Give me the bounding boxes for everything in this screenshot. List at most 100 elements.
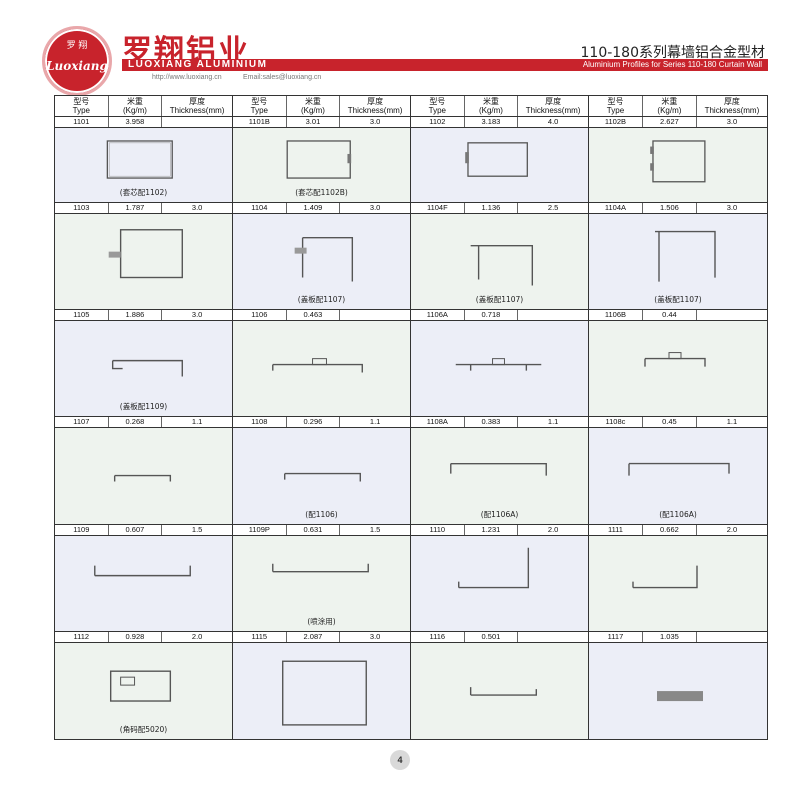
profile-type: 1106B: [589, 310, 643, 321]
profile-spec-row: 1108A 0.383 1.1: [411, 417, 588, 429]
profile-drawing: [233, 642, 410, 739]
profile-cell: 1105 1.886 3.0 (盖板配1109): [55, 310, 233, 418]
profile-section-drawing: [108, 229, 183, 279]
profile-weight: 3.183: [465, 117, 519, 127]
profile-thickness: 1.1: [547, 417, 559, 427]
profile-drawing: [55, 428, 232, 524]
col-weight-header: 米重(Kg/m): [109, 96, 163, 116]
profile-weight: 3.958: [109, 117, 163, 127]
profile-drawing: [589, 535, 767, 631]
profile-spec-row: 1103 1.787 3.0: [55, 203, 232, 215]
profile-weight: 0.662: [643, 524, 697, 535]
profile-section-drawing: [458, 547, 530, 588]
profile-drawing: (喷涂用): [233, 535, 410, 631]
profile-weight: 0.268: [109, 417, 163, 428]
profile-caption: (盖板配1107): [475, 295, 524, 305]
profile-cell: 1115 2.087 3.0: [233, 631, 411, 739]
profile-drawing: [55, 535, 232, 631]
profile-caption: (配1106A): [659, 509, 697, 519]
profile-weight: 0.607: [109, 524, 163, 535]
profile-type: 1102: [411, 117, 465, 127]
website: http://www.luoxiang.cn: [152, 74, 222, 81]
profile-drawing: [589, 321, 767, 417]
email: Email:sales@luoxiang.cn: [243, 74, 322, 81]
profile-spec-row: 1117 1.035: [589, 631, 767, 643]
col-weight-header: 米重(Kg/m): [643, 96, 697, 116]
profile-section-drawing: [455, 358, 542, 371]
profile-drawing: (配1106): [233, 428, 410, 524]
profile-type: 1110: [411, 524, 465, 535]
profile-spec-row: 1116 0.501: [411, 631, 588, 643]
profile-cell: 1112 0.928 2.0 (角码配5020): [55, 631, 233, 739]
profile-cell: 1106 0.463: [233, 310, 411, 418]
profile-section-drawing: [470, 245, 534, 286]
profile-spec-row: 1108c 0.45 1.1: [589, 417, 767, 429]
profile-weight: 0.383: [465, 417, 519, 428]
profile-section-drawing: [628, 463, 730, 477]
profile-caption: (配1106): [305, 509, 338, 519]
profile-section-drawing: [644, 352, 706, 367]
profile-caption: (套芯配1102): [119, 188, 168, 198]
profile-spec-row: 1104F 1.136 2.5: [411, 203, 588, 215]
profile-cell: 1108 0.296 1.1 (配1106): [233, 417, 411, 525]
profile-thickness: [697, 632, 767, 642]
profile-section-drawing: [450, 463, 547, 477]
profile-weight: 1.035: [643, 631, 697, 642]
profile-drawing: (盖板配1107): [233, 214, 410, 310]
profile-thickness: 3.0: [191, 203, 203, 213]
profile-weight: 0.718: [465, 310, 519, 321]
profile-drawing: (套芯配1102B): [233, 128, 410, 203]
profile-thickness: [518, 310, 588, 320]
profile-spec-row: 1109P 0.631 1.5: [233, 524, 410, 536]
profile-drawing: [411, 128, 588, 203]
profile-cell: 1108A 0.383 1.1 (配1106A): [411, 417, 589, 525]
profile-spec-row: 1115 2.087 3.0: [233, 631, 410, 643]
profile-drawing: [589, 128, 767, 203]
profile-type: 1108: [233, 417, 287, 428]
profile-weight: 0.44: [643, 310, 697, 321]
profile-type: 1101: [55, 117, 109, 127]
col-weight-header: 米重(Kg/m): [465, 96, 519, 116]
profile-type: 1107: [55, 417, 109, 428]
profile-weight: 1.136: [465, 203, 519, 214]
profile-thickness: 3.0: [369, 631, 381, 641]
profile-thickness: 1.5: [191, 524, 203, 534]
profile-weight: 0.501: [465, 631, 519, 642]
page-number: 4: [390, 750, 410, 770]
profile-spec-row: 1101B 3.01 3.0: [233, 117, 410, 128]
profile-thickness: 1.5: [369, 524, 381, 534]
profile-caption: (盖板配1107): [654, 295, 702, 305]
brand-name-en: LUOXIANG ALUMINIUM: [128, 59, 268, 70]
profile-thickness: 2.0: [726, 524, 738, 534]
profile-spec-row: 1109 0.607 1.5: [55, 524, 232, 536]
profile-thickness: 2.5: [547, 203, 559, 213]
profile-spec-row: 1106A 0.718: [411, 310, 588, 322]
profile-section-drawing: [657, 690, 703, 701]
profile-thickness: 3.0: [369, 203, 381, 213]
profile-drawing: [55, 214, 232, 310]
profile-section-drawing: [632, 565, 698, 588]
brand-logo: 罗 翔 Luoxiang: [42, 26, 112, 96]
profile-section-drawing: [469, 686, 537, 696]
profile-weight: 1.409: [287, 203, 341, 214]
profile-cell: 1106A 0.718: [411, 310, 589, 418]
profile-spec-row: 1108 0.296 1.1: [233, 417, 410, 429]
profile-cell: 1116 0.501: [411, 631, 589, 739]
profile-thickness: 1.1: [726, 417, 738, 427]
profile-drawing: (配1106A): [589, 428, 767, 524]
profile-spec-row: 1112 0.928 2.0: [55, 631, 232, 643]
profile-type: 1106: [233, 310, 287, 321]
profile-cell: 1104A 1.506 3.0 (盖板配1107): [589, 203, 767, 311]
